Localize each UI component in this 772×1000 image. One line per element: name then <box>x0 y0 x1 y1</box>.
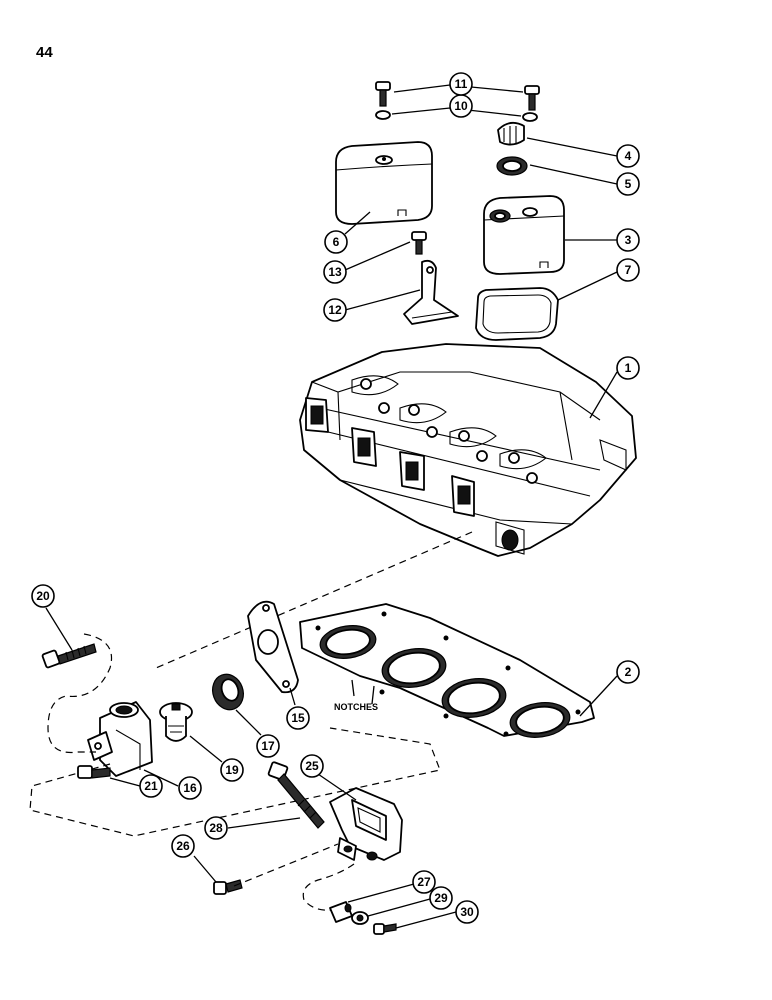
screw-left-part <box>375 81 391 107</box>
callout-7: 7 <box>616 258 640 282</box>
washer-left-part <box>375 110 391 120</box>
rocker-cover-left-part <box>335 141 433 225</box>
svg-text:30: 30 <box>460 905 474 919</box>
lifting-bracket-part <box>403 259 459 325</box>
svg-text:12: 12 <box>328 303 342 317</box>
svg-text:21: 21 <box>144 779 158 793</box>
callout-11: 11 <box>449 72 473 96</box>
callout-5: 5 <box>616 172 640 196</box>
bracket-screw-part <box>411 231 427 255</box>
mounting-bracket-part <box>329 787 403 861</box>
svg-text:16: 16 <box>183 781 197 795</box>
callout-16: 16 <box>178 776 202 800</box>
rocker-cover-gasket-part <box>475 287 559 341</box>
thermostat-seal-part <box>212 673 244 711</box>
callout-6: 6 <box>324 230 348 254</box>
callout-19: 19 <box>220 758 244 782</box>
callout-1: 1 <box>616 356 640 380</box>
rocker-cover-right-part <box>483 195 565 275</box>
cap-seal-part <box>496 156 528 176</box>
svg-text:25: 25 <box>305 759 319 773</box>
svg-text:28: 28 <box>209 821 223 835</box>
svg-text:7: 7 <box>625 263 632 277</box>
page-number: 44 <box>36 44 53 61</box>
callout-28: 28 <box>204 816 228 840</box>
svg-text:3: 3 <box>625 233 632 247</box>
housing-bolt-short-part <box>77 765 111 779</box>
callout-21: 21 <box>139 774 163 798</box>
svg-text:11: 11 <box>455 77 468 91</box>
svg-text:17: 17 <box>261 739 275 753</box>
svg-text:15: 15 <box>291 711 305 725</box>
small-screw-part <box>373 923 397 935</box>
svg-text:26: 26 <box>176 839 190 853</box>
callout-30: 30 <box>455 900 479 924</box>
svg-text:13: 13 <box>328 265 342 279</box>
screw-right-part <box>524 85 540 111</box>
callout-4: 4 <box>616 144 640 168</box>
callout-25: 25 <box>300 754 324 778</box>
svg-text:4: 4 <box>625 149 632 163</box>
washer-right-part <box>522 112 538 122</box>
callout-27: 27 <box>412 870 436 894</box>
callout-17: 17 <box>256 734 280 758</box>
svg-text:29: 29 <box>434 891 448 905</box>
callout-10: 10 <box>449 94 473 118</box>
callout-12: 12 <box>323 298 347 322</box>
notches-label: NOTCHES <box>334 702 378 712</box>
thermostat-part <box>159 702 193 742</box>
svg-text:5: 5 <box>625 177 632 191</box>
svg-text:27: 27 <box>417 875 431 889</box>
bracket-bolt-long-part <box>267 761 325 829</box>
bracket-screw-short-part <box>213 879 243 895</box>
callout-15: 15 <box>286 706 310 730</box>
callout-3: 3 <box>616 228 640 252</box>
cylinder-head-part <box>299 343 637 557</box>
callout-26: 26 <box>171 834 195 858</box>
svg-text:6: 6 <box>333 235 340 249</box>
housing-bolt-long-part <box>41 643 97 669</box>
callout-20: 20 <box>31 584 55 608</box>
svg-text:20: 20 <box>36 589 50 603</box>
housing-gasket-part <box>247 600 299 694</box>
svg-text:1: 1 <box>625 361 632 375</box>
callout-13: 13 <box>323 260 347 284</box>
thermostat-housing-part <box>87 701 153 777</box>
sleeve-part <box>329 901 353 923</box>
svg-text:10: 10 <box>454 99 468 113</box>
svg-text:19: 19 <box>225 763 239 777</box>
callout-2: 2 <box>616 660 640 684</box>
spacer-part <box>351 911 369 925</box>
svg-text:2: 2 <box>625 665 632 679</box>
callout-29: 29 <box>429 886 453 910</box>
head-gasket-part <box>299 603 595 738</box>
filler-cap-part <box>497 121 525 146</box>
